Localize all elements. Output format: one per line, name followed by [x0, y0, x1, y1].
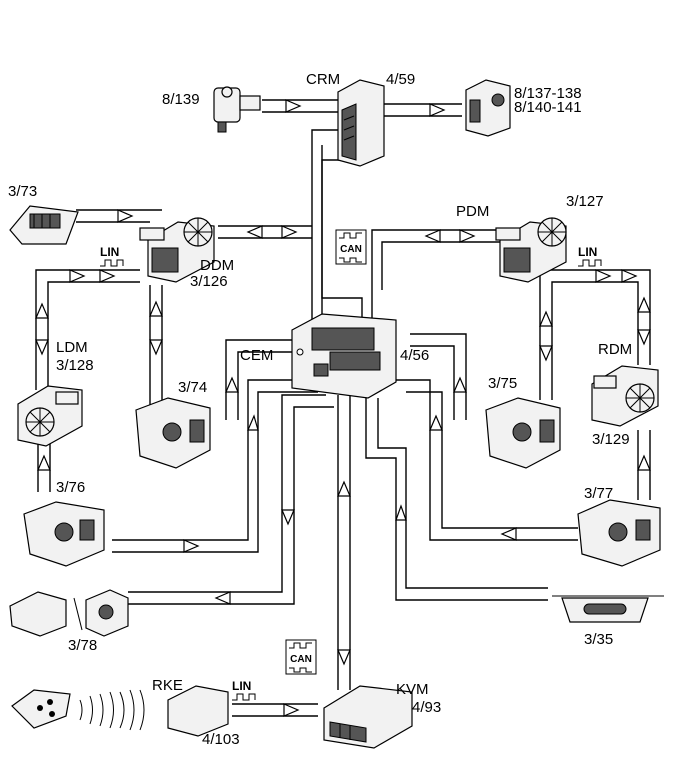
part-8-137-icon — [465, 79, 511, 137]
lock-3-78-icon — [9, 589, 129, 637]
rke-receiver — [167, 685, 229, 737]
arrow-3_77 — [500, 527, 517, 541]
ddm-window-motor-icon — [139, 217, 215, 283]
arrow-lin-pdm-2 — [621, 269, 638, 283]
arrow-ldm-down — [35, 339, 49, 356]
cem-label: CEM — [240, 347, 273, 364]
lin-bus-symbol-pdm: LIN — [578, 245, 602, 267]
arrow-3_77-up — [429, 414, 443, 431]
ref-3-76: 3/76 — [56, 479, 85, 496]
ref-3-78: 3/78 — [68, 637, 97, 654]
ref-8-137-138: 8/137-138 — [514, 85, 582, 102]
labels: CRM 4/59 8/139 8/137-138 8/140-141 3/73 … — [8, 71, 632, 748]
arrow-3_73-ddm — [117, 209, 134, 223]
ref-3-126: 3/126 — [190, 273, 228, 290]
lin-label-rke: LIN — [232, 679, 251, 693]
can-bus-symbol-lower: CAN — [285, 639, 317, 675]
arrow-kvm-up — [337, 480, 351, 497]
arrow-cem-3_75 — [453, 376, 467, 393]
ref-8-139: 8/139 — [162, 91, 200, 108]
lock-3-76-icon — [23, 501, 105, 567]
arrow-lin-ldm — [69, 269, 86, 283]
rdm-window-motor-icon — [591, 365, 659, 427]
arrow-rdm-up — [637, 296, 651, 313]
lin-label-ldm: LIN — [100, 245, 119, 259]
arrow-ddm-3_74-down — [149, 339, 163, 356]
ref-4-56: 4/56 — [400, 347, 429, 364]
crm-label: CRM — [306, 71, 340, 88]
arrow-cem-pdm-2 — [459, 229, 476, 243]
arrow-3_76-up — [247, 414, 259, 431]
rdm-label: RDM — [598, 341, 632, 358]
lin-bus-symbol-ldm: LIN — [100, 245, 124, 267]
lock-3-75-icon — [485, 397, 561, 469]
flow-arrows — [35, 99, 651, 717]
key-fob-icon — [11, 689, 145, 731]
ref-3-77: 3/77 — [584, 485, 613, 502]
ref-4-59: 4/59 — [386, 71, 415, 88]
arrow-ldm-up — [35, 302, 49, 319]
kvm-label: KVM — [396, 681, 429, 698]
part-8-139-icon — [213, 86, 261, 133]
arrow-cem-pdm — [424, 229, 441, 243]
rke-label: RKE — [152, 677, 183, 694]
can-bus-symbol-upper: CAN — [335, 229, 367, 265]
arrow-crm-8137 — [429, 103, 446, 117]
arrow-3_35 — [395, 504, 407, 521]
lin-label-pdm: LIN — [578, 245, 597, 259]
arrow-3_76-ldm — [37, 454, 51, 471]
ref-3-35: 3/35 — [584, 631, 613, 648]
arrow-cem-3_74 — [225, 376, 239, 393]
arrow-kvm-down — [337, 649, 351, 666]
crm-module — [337, 79, 385, 167]
arrow-lin-ldm-2 — [99, 269, 116, 283]
lock-3-77-icon — [577, 499, 661, 567]
arrow-crm-8139 — [285, 99, 302, 113]
can-label-upper: CAN — [340, 244, 362, 255]
kvm-module — [323, 685, 413, 749]
pdm-window-motor-icon — [495, 217, 567, 283]
ref-3-74: 3/74 — [178, 379, 207, 396]
arrow-cem-ddm — [246, 225, 263, 239]
ref-3-128: 3/128 — [56, 357, 94, 374]
can-label-lower: CAN — [290, 654, 312, 665]
ldm-window-motor-icon — [17, 385, 83, 447]
ref-3-75: 3/75 — [488, 375, 517, 392]
tailgate-switch-3-35-icon — [552, 595, 664, 623]
pdm-label: PDM — [456, 203, 489, 220]
arrow-lin-pdm — [595, 269, 612, 283]
arrow-cem-ddm-2 — [281, 225, 298, 239]
ref-3-129: 3/129 — [592, 431, 630, 448]
ref-3-73: 3/73 — [8, 183, 37, 200]
arrow-rke-kvm — [283, 703, 300, 717]
lock-3-74-icon — [135, 397, 211, 469]
cem-module — [291, 313, 397, 399]
ref-4-103: 4/103 — [202, 731, 240, 748]
arrow-3_77-rdm — [637, 454, 651, 471]
arrow-ddm-3_74-up — [149, 300, 163, 317]
arrow-pdm-3_75-down — [539, 345, 553, 362]
arrow-3_78-down — [281, 509, 295, 526]
ldm-label: LDM — [56, 339, 88, 356]
arrow-3_78 — [214, 591, 231, 605]
lin-bus-symbol-rke: LIN — [232, 679, 256, 701]
switch-panel-3-73-icon — [9, 205, 79, 245]
arrow-3_76 — [183, 539, 200, 553]
arrow-pdm-3_75-up — [539, 310, 553, 327]
ref-4-93: 4/93 — [412, 699, 441, 716]
arrow-rdm-down — [637, 329, 651, 346]
ref-8-140-141: 8/140-141 — [514, 99, 582, 116]
ddm-label: DDM — [200, 257, 234, 274]
ref-3-127: 3/127 — [566, 193, 604, 210]
